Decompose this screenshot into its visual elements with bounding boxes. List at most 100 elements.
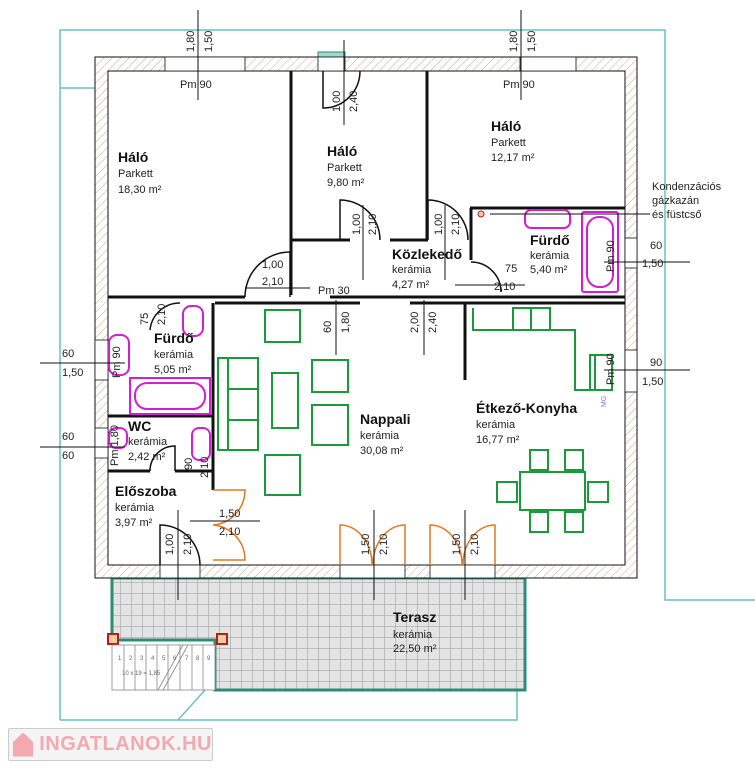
room-name: Háló bbox=[327, 143, 357, 159]
room-area: 5,40 m² bbox=[530, 264, 568, 276]
dim-label: 2,10 bbox=[156, 304, 168, 325]
room-floor: kerámia bbox=[128, 436, 168, 448]
dim-label: 2,00 bbox=[409, 312, 421, 333]
dim-label: 60 bbox=[650, 240, 662, 252]
room-nappali: Nappali kerámia 30,08 m² bbox=[360, 411, 411, 457]
room-floor: Parkett bbox=[327, 162, 362, 174]
room-name: Étkező-Konyha bbox=[476, 400, 577, 416]
room-name: Előszoba bbox=[115, 483, 177, 499]
dim-label: 60 bbox=[62, 431, 74, 443]
dim-label: Pm 90 bbox=[111, 346, 123, 378]
annotation-line: gázkazán bbox=[652, 195, 699, 207]
room-name: WC bbox=[128, 418, 151, 434]
stair-step-number: 9 bbox=[207, 656, 211, 662]
dimension-labels: 1,80 1,50 Pm 90 1,80 1,50 Pm 90 1,00 2,4… bbox=[62, 31, 663, 555]
annotation-line: Kondenzációs bbox=[652, 181, 722, 193]
dim-label: 1,00 bbox=[164, 534, 176, 555]
dim-label: 2,10 bbox=[219, 526, 240, 538]
room-terasz: Terasz kerámia 22,50 m² bbox=[393, 609, 437, 655]
room-furdo-left: Fürdő kerámia 5,05 m² bbox=[154, 330, 194, 376]
room-name: Közlekedő bbox=[392, 246, 462, 262]
room-etkezo-konyha: Étkező-Konyha kerámia 16,77 m² bbox=[476, 400, 577, 446]
dim-label: 60 bbox=[62, 348, 74, 360]
windows bbox=[94, 51, 638, 579]
dim-label: 1,80 bbox=[340, 312, 352, 333]
stair-step-number: 8 bbox=[196, 656, 200, 662]
dim-label: 90 bbox=[650, 357, 662, 369]
house-icon bbox=[13, 732, 34, 757]
room-floor: Parkett bbox=[118, 168, 153, 180]
dim-label: 2,10 bbox=[367, 214, 379, 235]
dim-label: 1,50 bbox=[219, 508, 240, 520]
dim-label: 2,10 bbox=[450, 214, 462, 235]
dim-label: 1,50 bbox=[642, 258, 663, 270]
room-area: 5,05 m² bbox=[154, 364, 192, 376]
dim-label: 60 bbox=[322, 321, 334, 333]
room-name: Háló bbox=[118, 149, 148, 165]
room-area: 2,42 m² bbox=[128, 451, 166, 463]
dim-label: 1,00 bbox=[331, 91, 343, 112]
room-halo-mid: Háló Parkett 9,80 m² bbox=[327, 143, 365, 189]
room-kozlekedo: Közlekedő kerámia 4,27 m² bbox=[392, 246, 462, 291]
room-floor: kerámia bbox=[392, 264, 432, 276]
boiler-icon bbox=[477, 210, 485, 218]
armchair bbox=[311, 359, 349, 393]
sofa bbox=[217, 357, 259, 451]
room-name: Nappali bbox=[360, 411, 411, 427]
room-area: 16,77 m² bbox=[476, 434, 520, 446]
armchair bbox=[264, 309, 301, 343]
room-floor: kerámia bbox=[393, 629, 433, 641]
kitchen-furniture bbox=[472, 307, 613, 533]
stair-step-number: 1 bbox=[118, 656, 122, 662]
room-name: Háló bbox=[491, 118, 521, 134]
boiler-annotation: Kondenzációs gázkazán és füstcső bbox=[652, 181, 722, 221]
dim-label: Pm 90 bbox=[180, 79, 212, 91]
stair-step-number: 6 bbox=[173, 656, 177, 662]
dimension-lines bbox=[40, 10, 690, 600]
dim-label: 2,10 bbox=[378, 534, 390, 555]
room-floor: kerámia bbox=[476, 419, 516, 431]
room-floor: kerámia bbox=[360, 430, 400, 442]
dim-label: 1,50 bbox=[526, 31, 538, 52]
room-area: 9,80 m² bbox=[327, 177, 365, 189]
dim-label: 1,80 bbox=[508, 31, 520, 52]
dining-table bbox=[519, 471, 586, 511]
living-furniture bbox=[217, 309, 349, 496]
gas-meter-label: MG bbox=[601, 396, 608, 407]
dim-label: 1,00 bbox=[262, 259, 283, 271]
room-wc: WC kerámia 2,42 m² bbox=[128, 418, 168, 463]
dim-label: 75 bbox=[505, 263, 517, 275]
watermark-logo: INGATLANOK.HU bbox=[8, 728, 213, 761]
room-area: 30,08 m² bbox=[360, 445, 404, 457]
stairs: 1 2 3 4 5 6 7 8 9 10 x 19 = 1,85 bbox=[111, 644, 216, 691]
dim-label: Pm 90 bbox=[605, 353, 617, 385]
room-name: Terasz bbox=[393, 609, 436, 625]
dim-label: 2,40 bbox=[348, 91, 360, 112]
dim-label: Pm 30 bbox=[318, 285, 350, 297]
room-area: 3,97 m² bbox=[115, 517, 153, 529]
dim-label: 2,10 bbox=[182, 534, 194, 555]
room-floor: kerámia bbox=[154, 349, 194, 361]
room-furdo-right: Fürdő kerámia 5,40 m² bbox=[530, 232, 570, 276]
annotation-line: és füstcső bbox=[652, 209, 702, 221]
room-area: 22,50 m² bbox=[393, 643, 437, 655]
dim-label: 2,10 bbox=[469, 534, 481, 555]
dim-label: 2,40 bbox=[427, 312, 439, 333]
dim-label: 2,10 bbox=[494, 281, 515, 293]
room-halo-right: Háló Parkett 12,17 m² bbox=[491, 118, 535, 164]
dim-label: 1,50 bbox=[360, 534, 372, 555]
dim-label: 1,00 bbox=[351, 214, 363, 235]
stair-step-number: 5 bbox=[162, 656, 166, 662]
room-floor: Parkett bbox=[491, 137, 526, 149]
dim-label: Pm 1,80 bbox=[109, 425, 121, 466]
dim-label: 1,50 bbox=[203, 31, 215, 52]
dim-label: 1,50 bbox=[451, 534, 463, 555]
armchair bbox=[311, 404, 349, 446]
dim-label: Pm 90 bbox=[503, 79, 535, 91]
stair-formula: 10 x 19 = 1,85 bbox=[122, 671, 161, 677]
stair-step-number: 2 bbox=[129, 656, 133, 662]
dim-label: 1,50 bbox=[642, 376, 663, 388]
dim-label: 60 bbox=[62, 450, 74, 462]
room-name: Fürdő bbox=[154, 330, 194, 346]
stair-step-number: 4 bbox=[151, 656, 155, 662]
